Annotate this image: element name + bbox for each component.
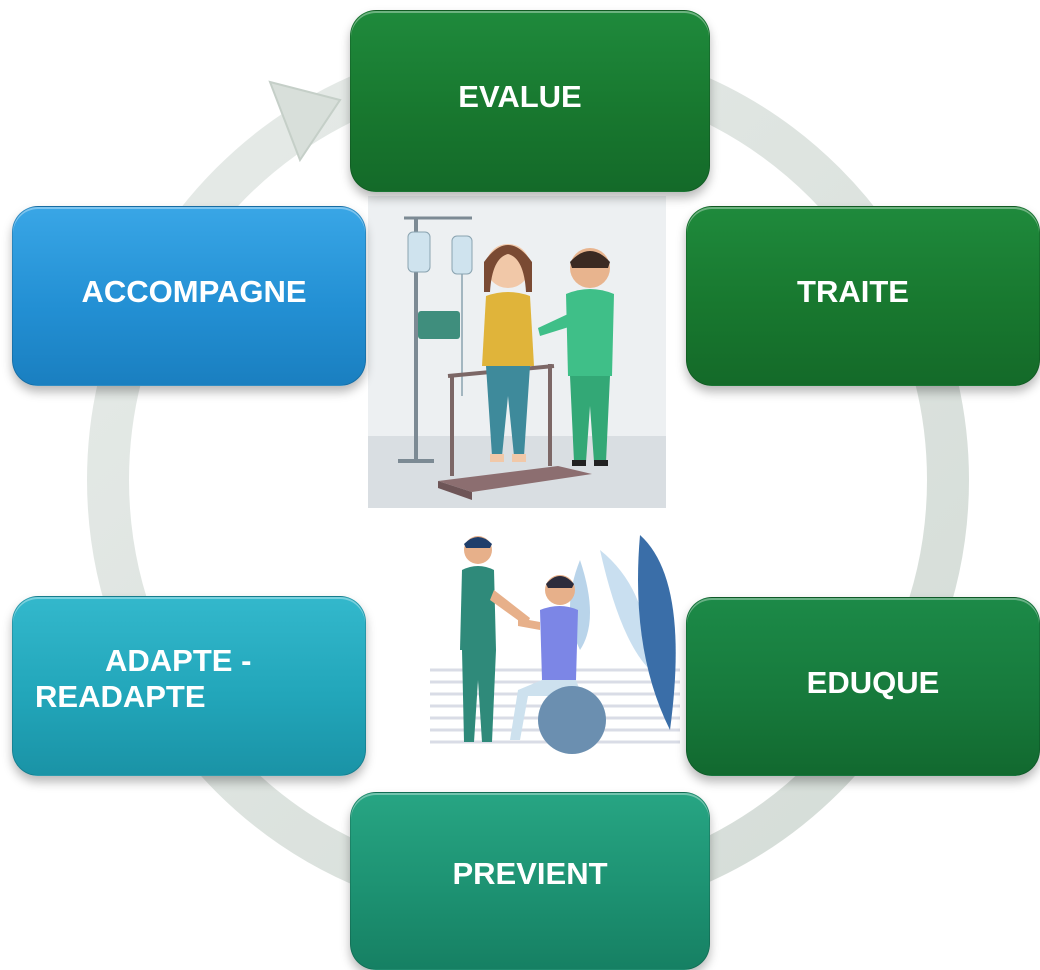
- step-previent: PREVIENT: [350, 792, 710, 970]
- step-adapte-readapte: ADAPTE - READAPTE: [12, 596, 366, 776]
- step-previent-label: PREVIENT: [452, 856, 608, 891]
- ring-arrowhead: [268, 80, 342, 163]
- physiotherapist-parallel-bars-illustration: [368, 196, 666, 508]
- physiotherapist-exercise-ball-illustration: [350, 530, 690, 762]
- step-eduque: EDUQUE: [686, 597, 1040, 776]
- step-evalue: EVALUE: [350, 10, 710, 192]
- step-eduque-label: EDUQUE: [806, 664, 940, 700]
- step-traite-label: TRAITE: [797, 274, 909, 309]
- step-adapte-label-group: ADAPTE - READAPTE: [35, 643, 251, 715]
- step-adapte-label-line2: READAPTE: [35, 679, 206, 714]
- step-traite: TRAITE: [686, 206, 1040, 386]
- step-evalue-label: EVALUE: [458, 79, 582, 114]
- step-accompagne-label: ACCOMPAGNE: [81, 274, 307, 309]
- step-accompagne: ACCOMPAGNE: [12, 206, 366, 386]
- step-adapte-label-line1: ADAPTE -: [105, 643, 252, 678]
